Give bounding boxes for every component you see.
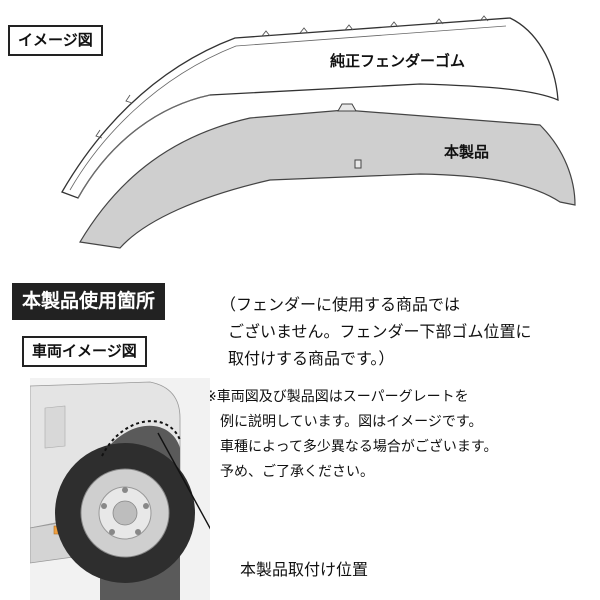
truck-illustration	[30, 378, 210, 600]
paren-note-line-3: 取付けする商品です。）	[228, 349, 395, 368]
image-label: イメージ図	[8, 25, 103, 56]
disclaimer-line-2: 例に説明しています。図はイメージです。	[220, 414, 483, 430]
install-position-dashed-outline	[101, 420, 181, 457]
install-position-label: 本製品取付け位置	[240, 560, 369, 579]
vehicle-image-label: 車両イメージ図	[22, 336, 147, 367]
disclaimer-line-3: 車種によって多少異なる場合がございます。	[220, 439, 498, 455]
paren-note-line-2: ございません。フェンダー下部ゴム位置に	[228, 322, 532, 341]
disclaimer-line-4: 予め、ご了承ください。	[220, 464, 374, 480]
fender-illustration	[61, 15, 576, 249]
oem-fender-label: 純正フェンダーゴム	[330, 52, 466, 70]
product-label: 本製品	[444, 143, 490, 161]
paren-note-line-1: （フェンダーに使用する商品では	[220, 295, 461, 314]
product-shape	[79, 109, 576, 249]
disclaimer-line-1: ※車両図及び製品図はスーパーグレートを	[205, 389, 469, 405]
usage-section-title: 本製品使用箇所	[12, 283, 166, 320]
